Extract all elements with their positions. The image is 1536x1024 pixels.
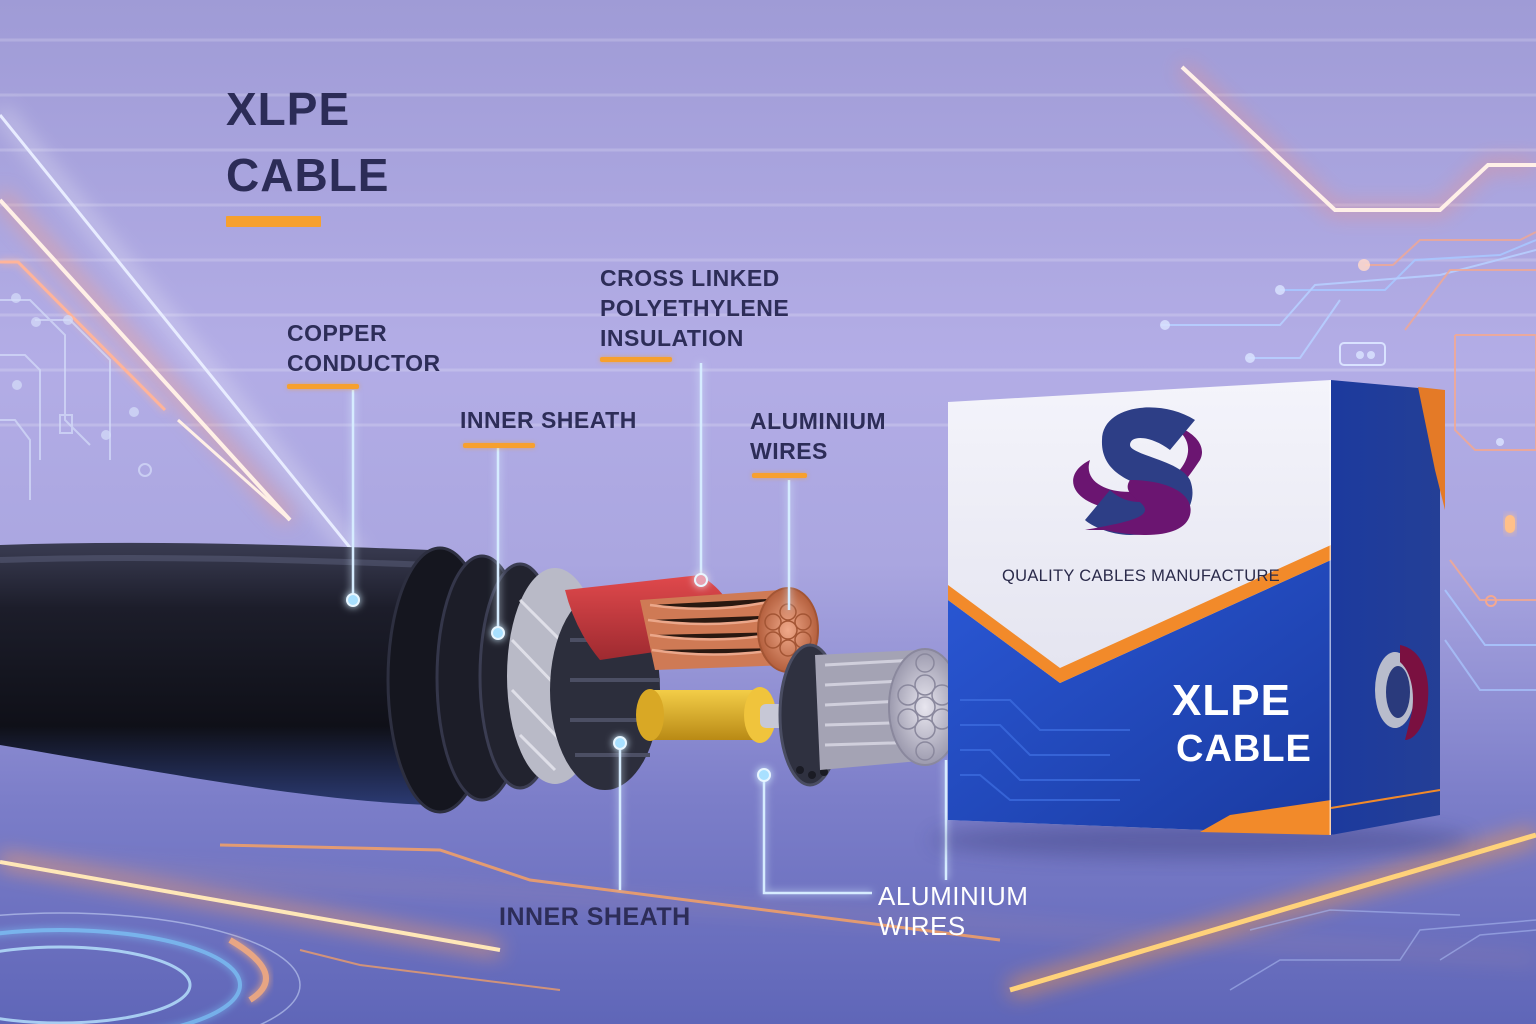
right-neon-line xyxy=(1177,62,1536,216)
s-logo-side xyxy=(1375,645,1429,740)
label-xlpe-insulation: CROSS LINKED POLYETHYLENE INSULATION xyxy=(600,265,790,351)
s-logo-front xyxy=(1073,407,1203,535)
aluminium-wires-top-underline xyxy=(752,473,807,478)
callout-dots xyxy=(346,573,771,782)
left-light-beams xyxy=(0,105,366,565)
product-box xyxy=(930,380,1470,858)
floor-light-streaks xyxy=(0,826,1536,999)
xlpe-insulation-underline xyxy=(600,357,672,362)
cable-illustration xyxy=(0,542,962,814)
title-line-1: XLPE xyxy=(226,83,351,135)
box-title-line-1: XLPE xyxy=(1172,676,1291,725)
inner-sheath-top-underline xyxy=(463,443,535,448)
title-line-2: CABLE xyxy=(226,149,390,201)
copper-conductor-underline xyxy=(287,384,359,389)
label-aluminium-wires-bottom: ALUMINIUM WIRES xyxy=(878,881,1029,941)
page-title: XLPE CABLE xyxy=(226,76,389,208)
title-accent-bar xyxy=(226,216,321,227)
label-aluminium-wires-top: ALUMINIUM WIRES xyxy=(750,408,887,464)
callout-lines xyxy=(351,363,948,895)
box-title-line-2: CABLE xyxy=(1176,728,1312,770)
label-inner-sheath-bottom: INNER SHEATH xyxy=(499,903,691,931)
box-tagline: QUALITY CABLES MANUFACTURE xyxy=(1002,567,1280,585)
label-inner-sheath-top: INNER SHEATH xyxy=(460,407,637,433)
hud-rings xyxy=(0,912,301,1024)
label-copper-conductor: COPPER CONDUCTOR xyxy=(287,320,441,376)
